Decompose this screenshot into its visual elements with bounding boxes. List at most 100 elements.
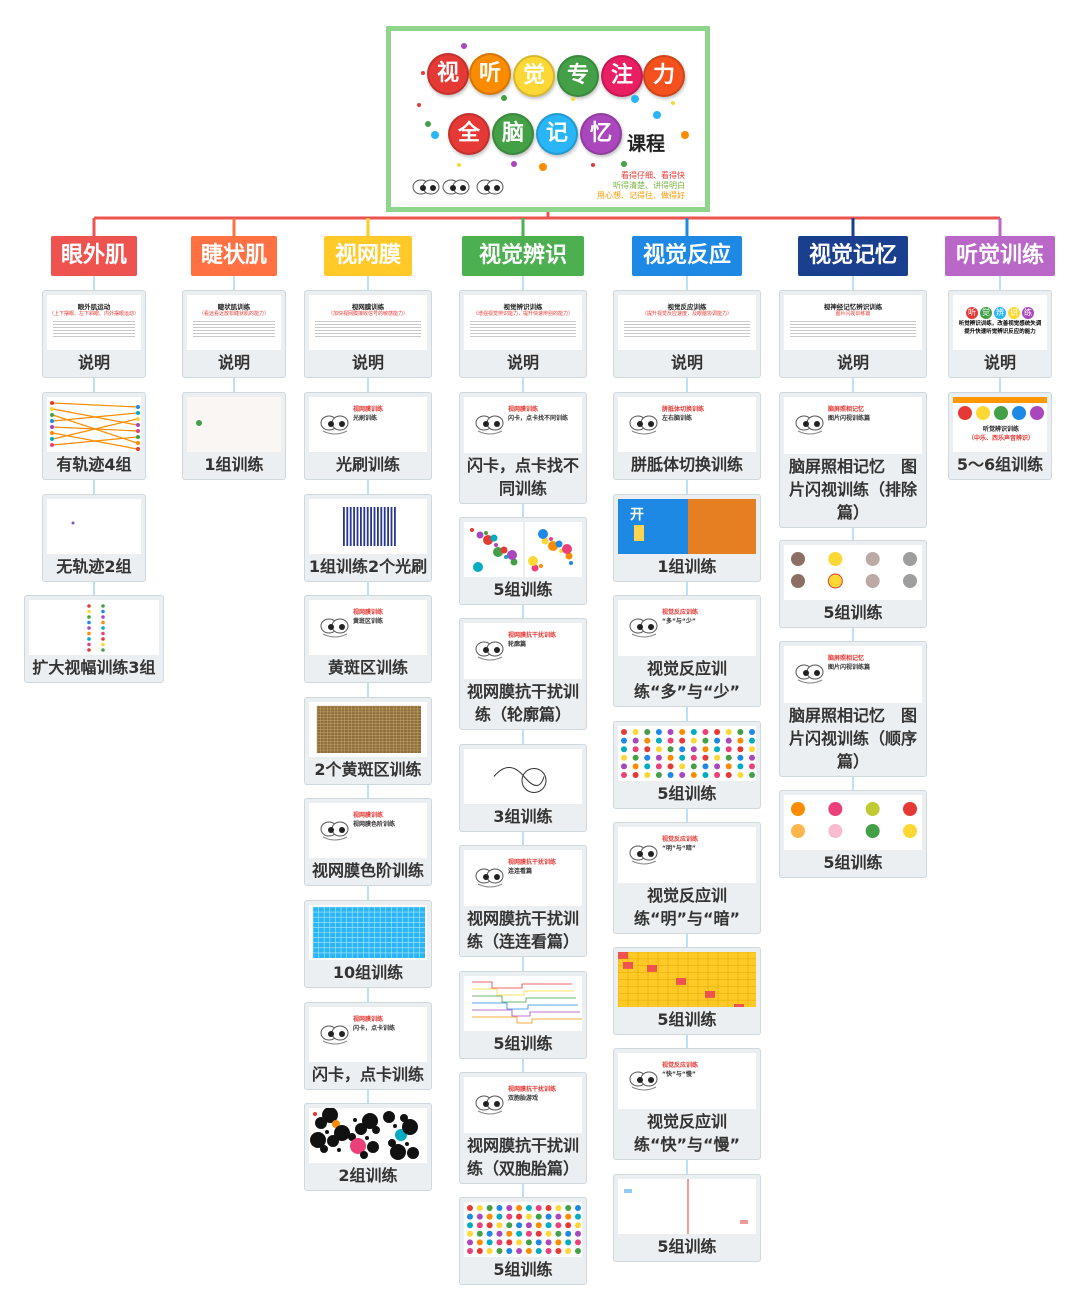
child-node[interactable]: 扩大视幅训练3组 — [24, 595, 164, 683]
child-node[interactable]: 视网膜训练视网膜色阶训练视网膜色阶训练 — [304, 798, 432, 886]
mascot-icon — [411, 178, 441, 200]
slide-title: 脑屏照相记忆 — [828, 406, 865, 413]
thumbnail — [309, 1108, 427, 1163]
slide-title: 视网膜训练 — [351, 303, 385, 311]
child-node[interactable]: 5组训练 — [459, 971, 587, 1059]
node-label: 说明 — [217, 353, 250, 372]
child-node[interactable]: 视网膜训练（加快视网膜接收信号的敏感能力） 说明 — [304, 290, 432, 378]
thumbnail-graphic — [493, 767, 547, 793]
thumbnail — [29, 600, 159, 655]
slide-title: 视网膜训练 — [508, 406, 539, 413]
node-label: 胼胝体切换训练 — [630, 455, 743, 474]
thumbnail: 眼外肌运动（上下摆眼、左下斜眼、内外摆眼运动） — [47, 295, 141, 350]
child-node[interactable]: 脑屏照相记忆图片闪视训练篇脑屏照相记忆 图片闪视训练（排除篇） — [779, 392, 927, 528]
child-node[interactable]: 5组训练 — [779, 540, 927, 628]
slide-subtitle: 图片闪视训练篇 — [835, 311, 871, 317]
child-node[interactable]: 眼外肌运动（上下摆眼、左下斜眼、内外摆眼运动）说明 — [42, 290, 146, 378]
badge-char: 练 — [1022, 307, 1034, 319]
slide-text: 连连看篇 — [508, 868, 533, 875]
thumbnail: 视神经记忆辨识训练图片闪视训练篇 — [784, 295, 922, 350]
node-label: 有轨迹4组 — [56, 455, 132, 474]
child-node[interactable]: 视觉反应训练“快”与“慢”视觉反应训练“快”与“慢” — [613, 1048, 761, 1160]
thumbnail — [464, 976, 582, 1031]
thumbnail — [464, 1202, 582, 1257]
child-node[interactable]: 有轨迹4组 — [42, 392, 146, 480]
decor-dot — [653, 111, 661, 119]
branch-header[interactable]: 眼外肌 — [51, 236, 137, 276]
child-node[interactable]: 5组训练 — [459, 1197, 587, 1285]
child-node[interactable]: 视觉反应训练“明”与“暗”视觉反应训练“明”与“暗” — [613, 822, 761, 934]
child-node[interactable]: 听觉辨识练听觉辨识训练，改善视觉感统失调提升快速听觉辨识反应的能力说明 — [948, 290, 1052, 378]
thumbnail: 视网膜训练光刷训练 — [309, 397, 427, 452]
decor-dot — [421, 71, 425, 75]
child-node[interactable]: 1组训练2个光刷 — [304, 494, 432, 582]
node-label: 5组训练 — [823, 853, 883, 872]
thumbnail-graphic — [312, 906, 425, 958]
child-node[interactable]: 视网膜抗干扰训练轮廓篇视网膜抗干扰训练（轮廓篇） — [459, 618, 587, 730]
child-node[interactable]: 1组训练 — [182, 392, 286, 480]
child-node[interactable]: 视网膜训练闪卡，点卡训练闪卡，点卡训练 — [304, 1002, 432, 1090]
root-node[interactable]: 视听觉专注力 全脑记忆 课程 看得仔细、看得快 听得清楚、讲得明白 用心想、记得… — [386, 26, 710, 212]
branch-header[interactable]: 视网膜 — [324, 236, 412, 276]
decor-dot — [431, 131, 439, 139]
node-label: 视网膜抗干扰训练（连连看篇） — [466, 909, 579, 951]
child-node[interactable]: 视神经记忆辨识训练图片闪视训练篇说明 — [779, 290, 927, 378]
child-node[interactable]: 10组训练 — [304, 900, 432, 988]
child-node[interactable]: 无轨迹2组 — [42, 494, 146, 582]
child-node[interactable]: 3组训练 — [459, 744, 587, 832]
node-label: 视网膜抗干扰训练（轮廓篇） — [466, 682, 579, 724]
child-node[interactable]: 视觉反应训练（提升视觉反应速度，及眼脑协调能力）说明 — [613, 290, 761, 378]
child-node[interactable]: 5组训练 — [613, 1174, 761, 1262]
child-node[interactable]: 5组训练 — [779, 790, 927, 878]
slide-text: 双胞胎游戏 — [508, 1095, 539, 1102]
slide-title: 视觉反应训练 — [662, 609, 699, 616]
child-node[interactable]: 视网膜抗干扰训练双胞胎游戏视网膜抗干扰训练（双胞胎篇） — [459, 1072, 587, 1184]
child-node[interactable]: 2组训练 — [304, 1103, 432, 1191]
branch-header[interactable]: 视觉反应 — [632, 236, 742, 276]
child-node[interactable]: 视觉辨识训练（增强视觉辨识能力，提升快速辨别的能力）说明 — [459, 290, 587, 378]
thumbnail: 视觉反应训练“明”与“暗” — [618, 827, 756, 883]
thumbnail — [309, 905, 427, 960]
node-label: 1组训练 — [204, 455, 264, 474]
child-node[interactable]: 胼胝体切换训练左右脑训练胼胝体切换训练 — [613, 392, 761, 480]
child-node[interactable]: 2个黄斑区训练 — [304, 697, 432, 785]
child-node[interactable]: 5组训练 — [459, 517, 587, 605]
decor-dot — [511, 161, 517, 167]
slogan-line-2: 听得清楚、讲得明白 — [613, 181, 685, 190]
slide-subtitle: （增强视觉辨识能力，提升快速辨别的能力） — [472, 311, 573, 317]
child-node[interactable]: 视网膜抗干扰训练连连看篇视网膜抗干扰训练（连连看篇） — [459, 845, 587, 957]
slide-subtitle: （上下摆眼、左下斜眼、内外摆眼运动） — [48, 311, 139, 317]
child-node[interactable]: 5组训练 — [613, 721, 761, 809]
child-node[interactable]: 听觉辨识训练（中乐、西乐声音辨识）5～6组训练 — [948, 392, 1052, 480]
branch-header[interactable]: 睫状肌 — [191, 236, 277, 276]
title-char: 觉 — [513, 55, 555, 97]
slide-text: 图片闪视训练篇 — [828, 415, 871, 422]
node-label: 5组训练 — [493, 1034, 553, 1053]
thumbnail — [618, 1179, 756, 1234]
child-node[interactable]: 睫状肌训练（看远看近放松睫状肌的能力）说明 — [182, 290, 286, 378]
node-label: 闪卡，点卡训练 — [311, 1065, 424, 1084]
node-label: 5组训练 — [657, 1010, 717, 1029]
node-label: 说明 — [351, 353, 384, 372]
badge-char: 觉 — [980, 307, 992, 319]
child-node[interactable]: 视网膜训练黄斑区训练黄斑区训练 — [304, 595, 432, 683]
branch-header[interactable]: 视觉辨识 — [462, 236, 584, 276]
child-node[interactable]: 视觉反应训练“多”与“少”视觉反应训练“多”与“少” — [613, 595, 761, 707]
node-label: 光刷训练 — [335, 455, 400, 474]
child-node[interactable]: 脑屏照相记忆图片闪视训练篇脑屏照相记忆 图片闪视训练（顺序篇） — [779, 641, 927, 777]
thumbnail: 听觉辨识练听觉辨识训练，改善视觉感统失调提升快速听觉辨识反应的能力 — [953, 295, 1047, 350]
thumbnail: 视觉反应训练（提升视觉反应速度，及眼脑协调能力） — [618, 295, 756, 350]
child-node[interactable]: 视网膜训练光刷训练光刷训练 — [304, 392, 432, 480]
branch-header[interactable]: 视觉记忆 — [798, 236, 908, 276]
thumbnail: 视网膜抗干扰训练连连看篇 — [464, 850, 582, 906]
child-node[interactable]: 5组训练 — [613, 947, 761, 1035]
thumbnail: 视网膜训练（加快视网膜接收信号的敏感能力） — [309, 295, 427, 350]
node-label: 2个黄斑区训练 — [314, 760, 422, 779]
thumbnail: 视网膜训练视网膜色阶训练 — [309, 803, 427, 858]
branch-header[interactable]: 听觉训练 — [945, 236, 1055, 276]
child-node[interactable]: 视网膜训练闪卡，点卡找不同训练闪卡，点卡找不同训练 — [459, 392, 587, 504]
slide-subtitle: （看远看近放松睫状肌的能力） — [198, 311, 269, 317]
title-char: 力 — [643, 55, 685, 97]
slide-text: 左右脑训练 — [662, 415, 693, 422]
